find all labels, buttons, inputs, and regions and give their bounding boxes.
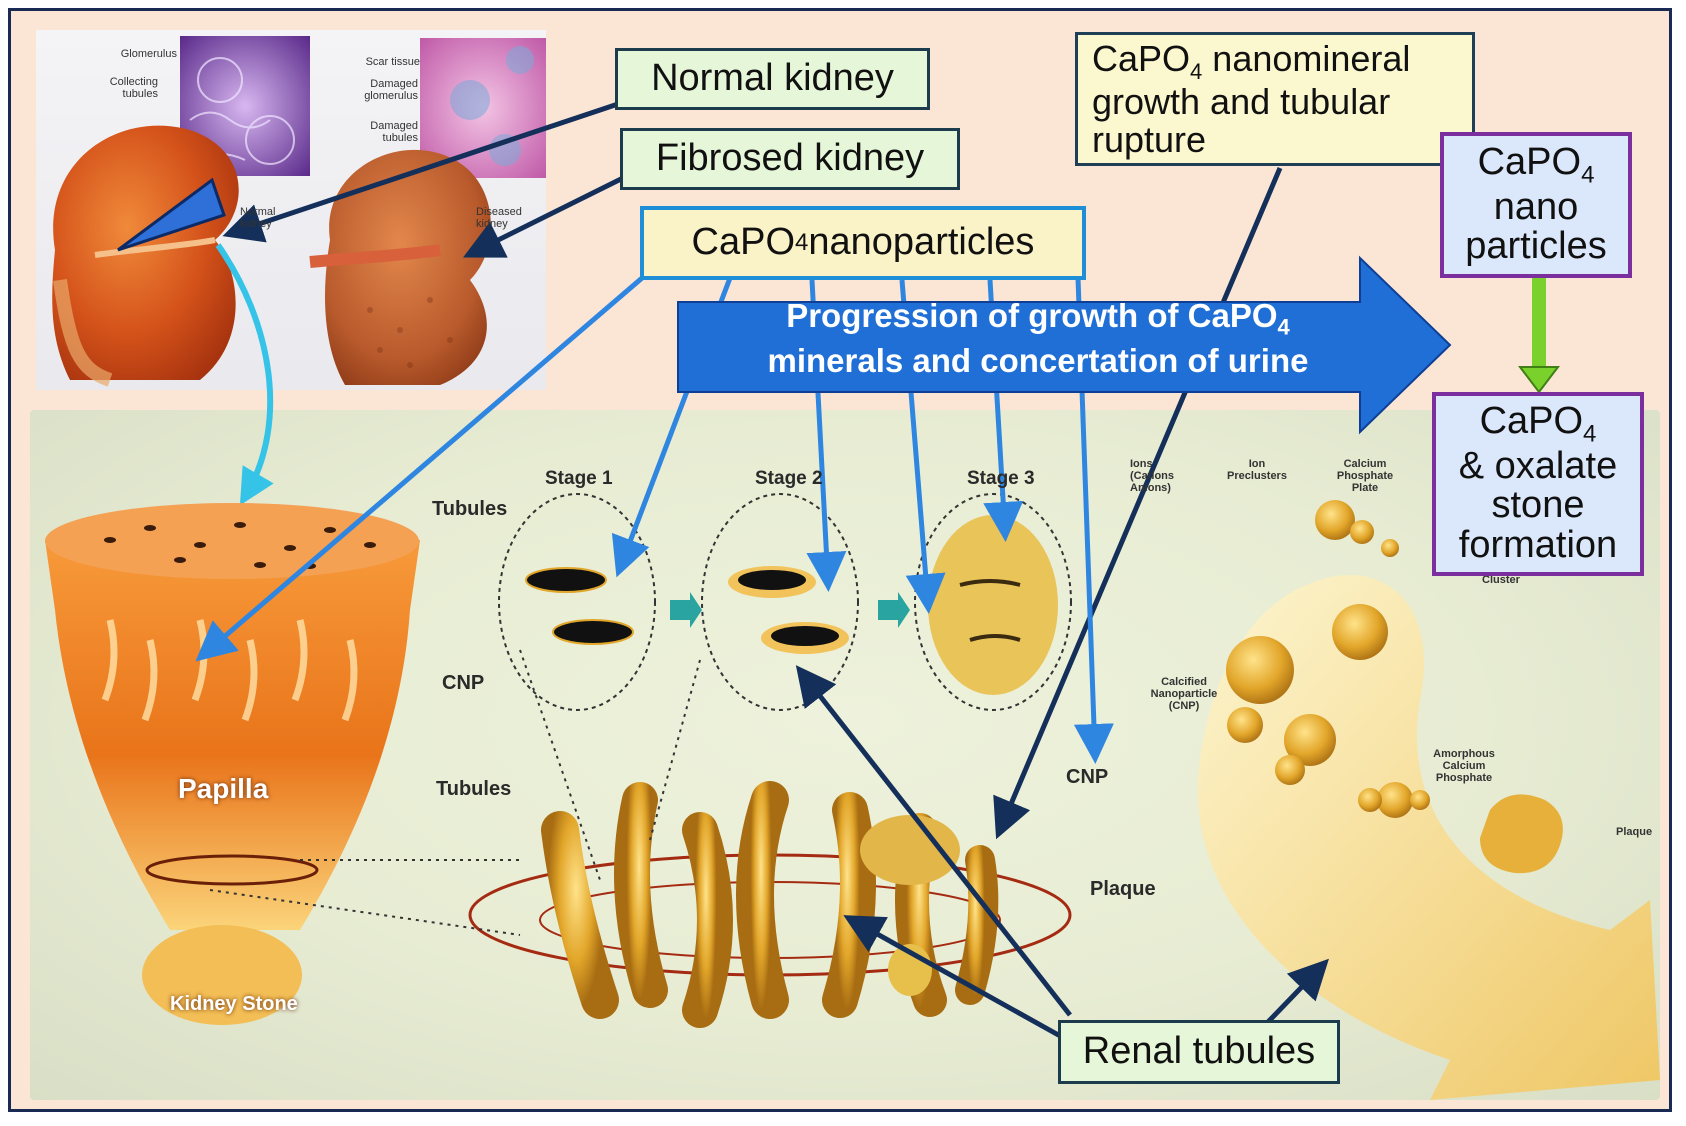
stage-3-diagram (914, 493, 1072, 711)
projection-lines (209, 649, 701, 936)
stone-formation-box: CaPO4 & oxalate stone formation (1432, 392, 1644, 576)
scar-tissue-caption: Scar tissue (365, 56, 420, 68)
normal-kidney-caption: Normal kidney (240, 206, 276, 231)
green-arrow-shaft (1532, 275, 1546, 367)
normal-kidney-wedge-highlight (117, 177, 226, 252)
progression-line-2: minerals and concertation of urine (767, 342, 1309, 380)
fibrosed-kidney-illustration (309, 149, 491, 385)
cluster-caption: Cluster (1482, 574, 1520, 586)
fibrosed-kidney-label: Fibrosed kidney (620, 128, 960, 190)
ions-caption: Ions (Cations Anions) (1130, 458, 1174, 495)
plaque-label-mid: Plaque (1090, 878, 1156, 900)
calcium-phosphate-plate-caption: Calcium Phosphate Plate (1336, 458, 1394, 495)
normal-kidney-illustration (52, 125, 239, 387)
stage-1-diagram (498, 493, 656, 711)
stage-2-label: Stage 2 (755, 468, 823, 489)
progression-arrow (677, 255, 1452, 435)
mineral-growth-pathway (1197, 500, 1660, 1100)
renal-tubule-cluster (468, 781, 1072, 1028)
papilla-label: Papilla (178, 773, 269, 804)
renal-tubules-label: Renal tubules (1058, 1020, 1340, 1084)
cnp-label-left: CNP (442, 672, 485, 694)
label-pointers (222, 97, 1329, 1040)
progression-arrow-text: Progression of growth of CaPO4 minerals … (668, 296, 1408, 382)
normal-kidney-label: Normal kidney (615, 48, 930, 110)
ion-preclusters-caption: Ion Preclusters (1227, 458, 1287, 483)
plaque-right-caption: Plaque (1616, 826, 1653, 838)
stage-1-label: Stage 1 (545, 468, 613, 489)
glomerulus-caption: Glomerulus (120, 48, 177, 60)
stage-3-label: Stage 3 (967, 468, 1035, 489)
kidney-to-papilla-arrow (215, 243, 274, 506)
cnp-label-right: CNP (1066, 766, 1109, 788)
kidney-stone-label: Kidney Stone (170, 993, 298, 1015)
calcified-nanoparticle-caption: Calcified Nanoparticle (CNP) (1150, 676, 1218, 713)
nanomineral-growth-label: CaPO4 nanomineral growth and tubular rup… (1075, 32, 1475, 166)
progression-line-1: Progression of growth of CaPO4 (786, 297, 1290, 340)
stage-transition-arrow-1 (670, 592, 702, 628)
damaged-tubules-caption: Damaged tubules (370, 120, 418, 145)
capo4-nano-particles-box: CaPO4 nano particles (1440, 132, 1632, 278)
amorphous-calcium-phosphate-caption: Amorphous Calcium Phosphate (1433, 748, 1495, 785)
papilla-illustration (45, 503, 420, 1025)
green-arrow-head (1517, 366, 1561, 394)
stage-2-diagram (701, 493, 859, 711)
collecting-tubules-caption: Collecting tubules (109, 76, 158, 101)
tubules-label-top: Tubules (432, 498, 508, 520)
damaged-glomerulus-caption: Damaged glomerulus (364, 78, 418, 103)
tubules-label-bottom: Tubules (436, 778, 512, 800)
stage-transition-arrow-2 (878, 592, 910, 628)
diseased-kidney-caption: Diseased kidney (476, 206, 522, 231)
